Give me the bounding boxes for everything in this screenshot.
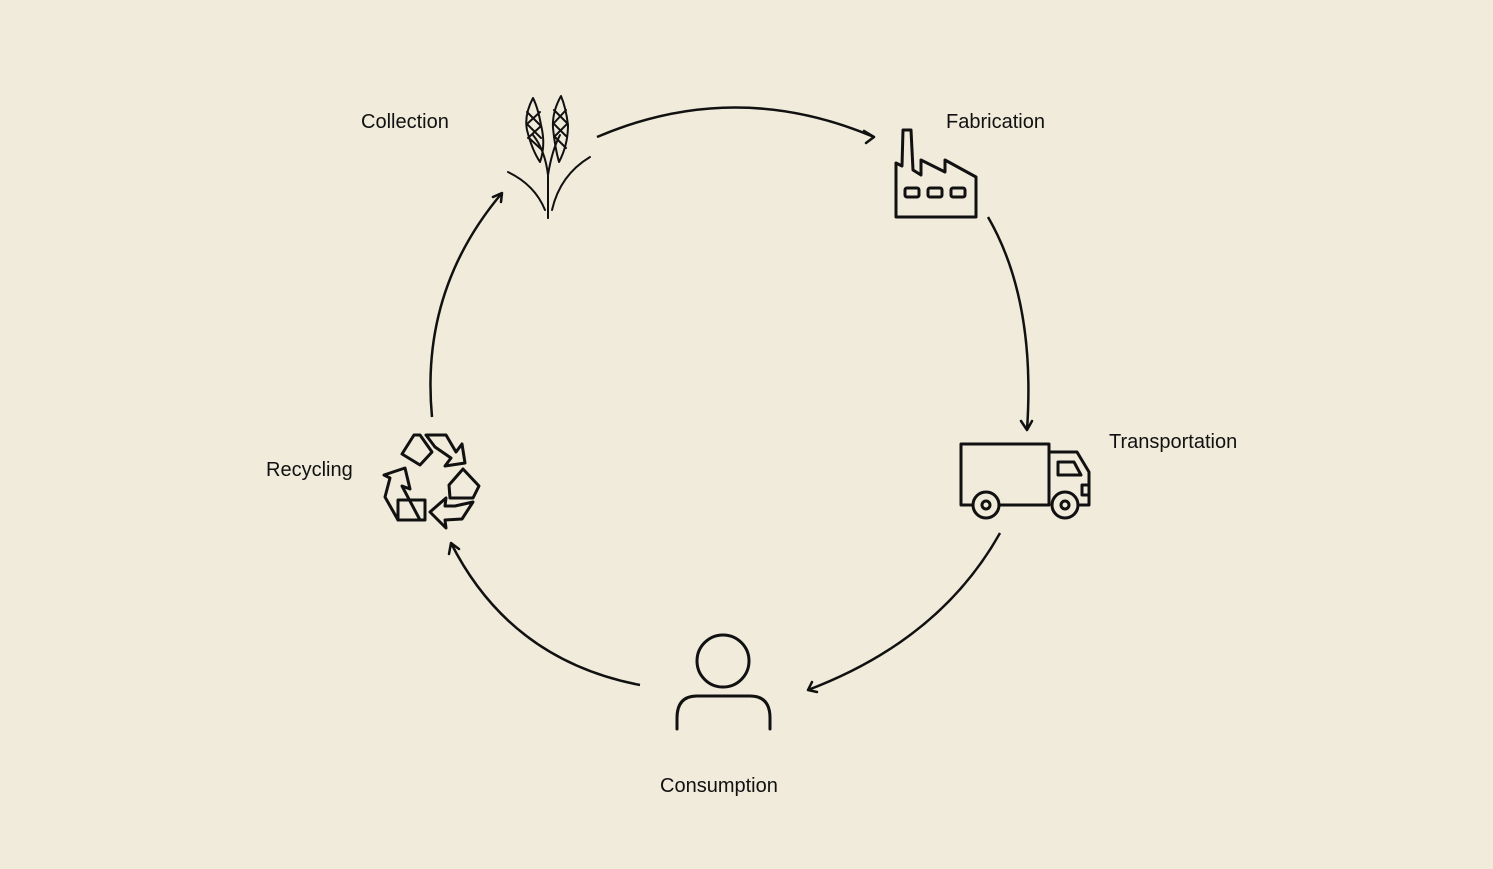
factory-icon [894,128,978,219]
wheat-icon [507,95,591,219]
stage-label-transportation: Transportation [1109,431,1238,453]
stage-label-fabrication: Fabrication [946,111,1045,133]
arrow-collection-to-fabrication [596,106,876,145]
truck-icon [959,442,1091,520]
arrow-fabrication-to-transportation [986,216,1034,432]
stage-label-consumption: Consumption [660,775,778,797]
stage-label-recycling: Recycling [266,459,353,481]
arrow-consumption-to-recycling [447,541,641,687]
person-icon [675,633,772,731]
stage-label-collection: Collection [361,111,449,133]
arrow-recycling-to-collection [429,191,504,418]
recycle-icon [382,433,481,530]
arrow-transportation-to-consumption [806,532,1002,694]
